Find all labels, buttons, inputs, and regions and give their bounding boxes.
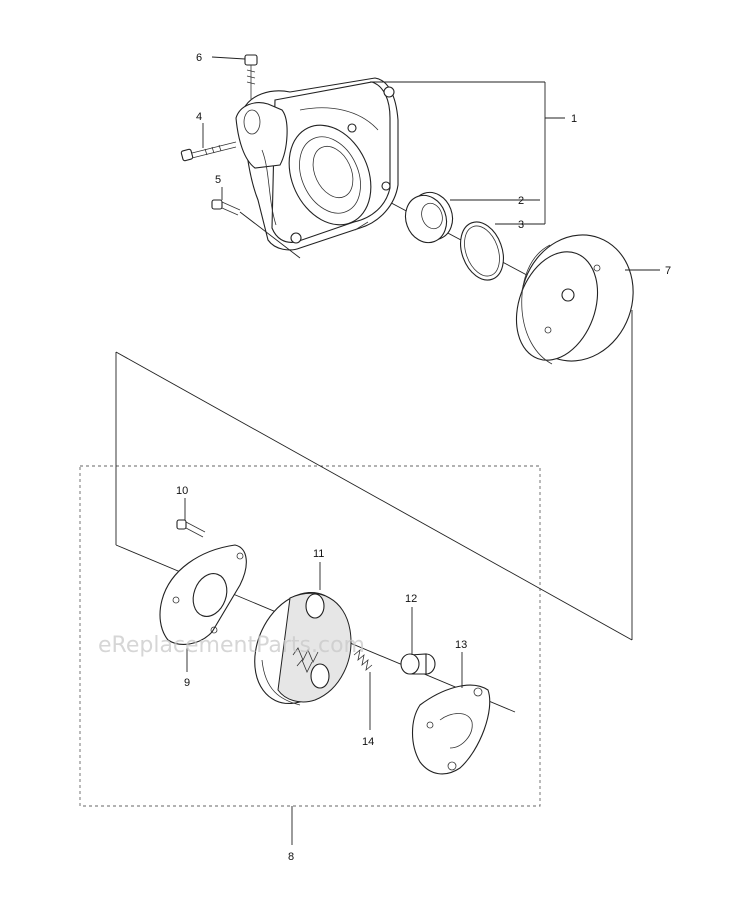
plate-13 bbox=[411, 684, 491, 775]
watermark: eReplacementParts.com bbox=[98, 633, 365, 658]
label-12: 12 bbox=[405, 593, 417, 605]
label-9: 9 bbox=[184, 677, 190, 689]
clutch-assembly-box bbox=[79, 465, 541, 807]
label-4: 4 bbox=[196, 111, 202, 123]
label-13: 13 bbox=[455, 639, 467, 651]
label-14: 14 bbox=[362, 736, 374, 748]
leader-lines bbox=[184, 56, 660, 845]
bolt-10 bbox=[176, 519, 206, 538]
bearing-2 bbox=[404, 191, 454, 244]
clutch-drum-7 bbox=[515, 234, 634, 365]
clutch-housing bbox=[235, 77, 399, 251]
label-6: 6 bbox=[196, 52, 202, 64]
label-10: 10 bbox=[176, 485, 188, 497]
reference-line-upper bbox=[115, 351, 633, 641]
plate-9 bbox=[159, 544, 247, 645]
label-11: 11 bbox=[313, 548, 324, 560]
bolt-4 bbox=[180, 141, 237, 162]
screw-6 bbox=[244, 54, 258, 100]
label-8: 8 bbox=[288, 851, 294, 863]
label-3: 3 bbox=[518, 219, 524, 231]
spring-14 bbox=[353, 648, 373, 672]
label-7: 7 bbox=[665, 265, 671, 277]
bolt-5 bbox=[211, 199, 301, 259]
label-5: 5 bbox=[215, 174, 221, 186]
clutch-shoes-11 bbox=[254, 591, 352, 706]
label-2: 2 bbox=[518, 195, 524, 207]
circlip-3 bbox=[460, 221, 504, 281]
bushing-12 bbox=[400, 653, 436, 675]
label-1: 1 bbox=[571, 113, 577, 125]
